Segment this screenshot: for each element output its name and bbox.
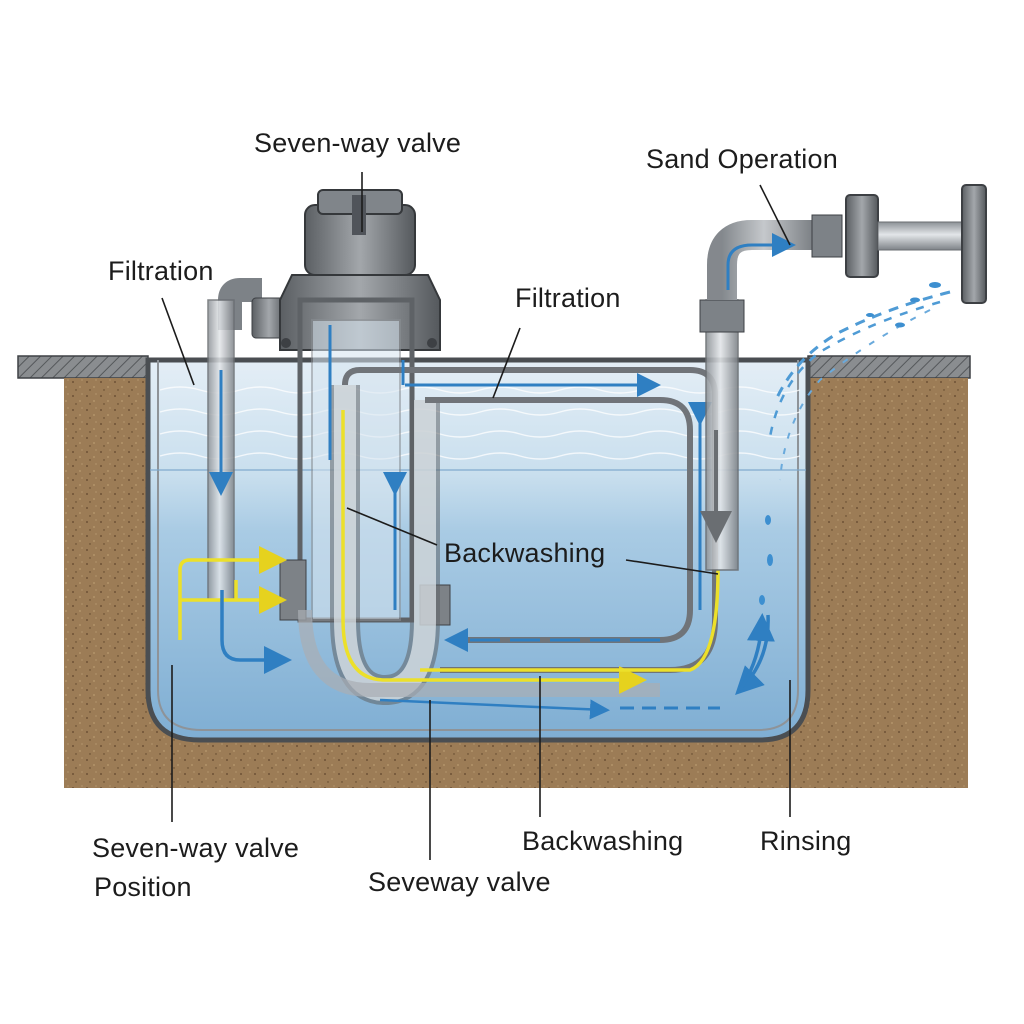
label-backwashing-mid: Backwashing <box>444 538 606 568</box>
label-filtration-right: Filtration <box>515 283 621 313</box>
right-riser-pipe <box>699 184 987 571</box>
label-seven-way-valve-top: Seven-way valve <box>254 128 462 158</box>
ground <box>17 355 971 788</box>
label-valve-position-line1: Seven-way valve <box>92 833 300 863</box>
label-seveway-valve: Seveway valve <box>368 867 551 897</box>
backwash-flow-yellow <box>178 410 720 694</box>
leader-lines <box>161 172 791 860</box>
label-sand-operation: Sand Operation <box>646 144 838 174</box>
label-rinsing: Rinsing <box>760 826 852 856</box>
label-valve-position-line2: Position <box>94 872 192 902</box>
label-backwashing-bottom: Backwashing <box>522 826 684 856</box>
flow-blue-left <box>220 590 720 720</box>
soil <box>64 378 968 788</box>
water-spray <box>735 282 951 695</box>
label-filtration-left: Filtration <box>108 256 214 286</box>
left-inlet-pipe <box>207 278 287 601</box>
